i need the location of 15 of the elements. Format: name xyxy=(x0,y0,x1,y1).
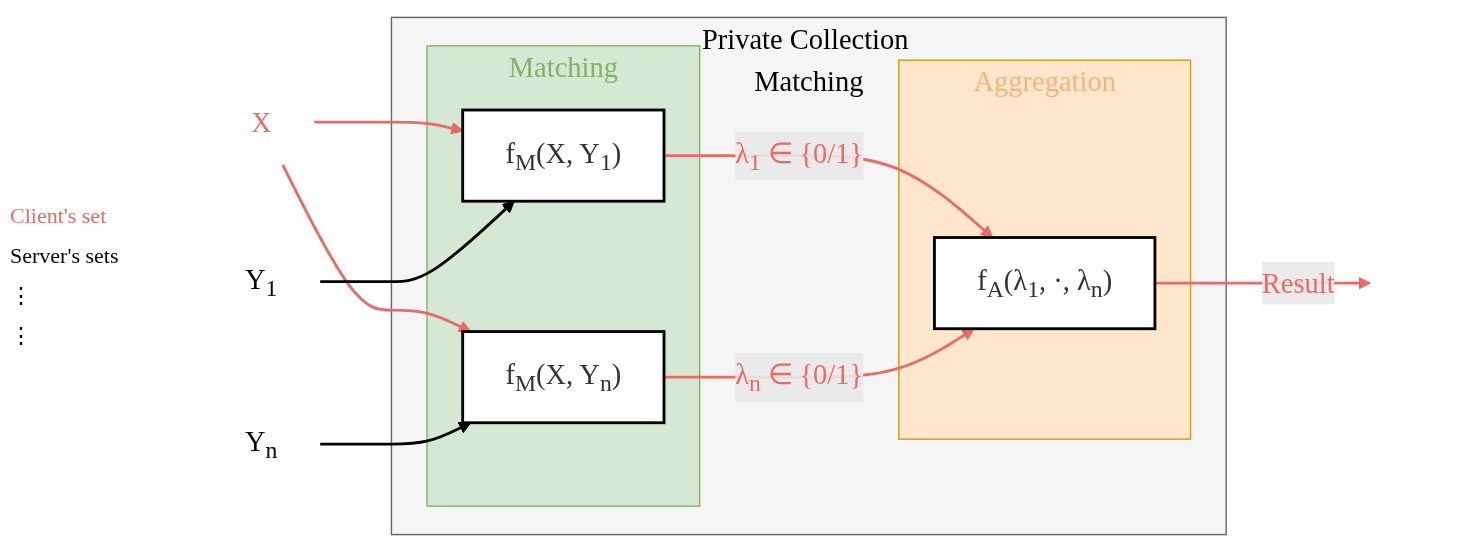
node-box: f$_{A}$(λ$_{1}$, ·, λ$_{n}$) xyxy=(933,236,1157,331)
edge-label: λ$_{n}$ ∈ {0/1} xyxy=(735,358,864,398)
edge-label: Result xyxy=(1261,267,1335,299)
node-text: Y$_{n}$ xyxy=(245,425,278,465)
node-text: X xyxy=(250,106,272,138)
node-box: f$_{M}$(X, Y$_{n}$) xyxy=(461,330,666,425)
ellipsis-mark: ⋮ xyxy=(10,283,33,309)
side-label: Server's sets xyxy=(10,243,120,269)
edge-label: λ$_{1}$ ∈ {0/1} xyxy=(735,137,864,176)
node-box: f$_{M}$(X, Y$_{1}$) xyxy=(461,108,666,203)
node-text: Y$_{1}$ xyxy=(245,263,278,302)
arrow xyxy=(281,164,472,333)
ellipsis-mark: ⋮ xyxy=(10,323,33,349)
arrow xyxy=(320,422,472,446)
side-label: Client's set xyxy=(10,203,108,229)
